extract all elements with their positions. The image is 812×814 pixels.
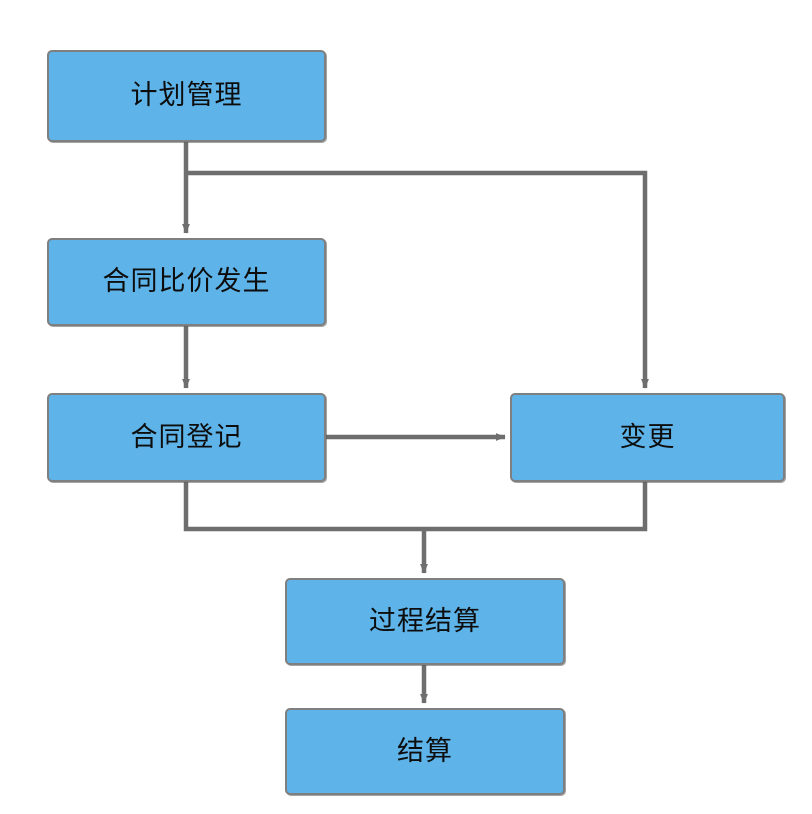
node-label: 结算 [397, 735, 453, 767]
node-contract-bid-comparison[interactable]: 合同比价发生 [47, 238, 326, 326]
node-change[interactable]: 变更 [510, 393, 785, 482]
edge-change-to-progress-settle [424, 482, 648, 532]
node-label: 计划管理 [130, 80, 243, 112]
node-progress-settlement[interactable]: 过程结算 [285, 578, 565, 665]
node-plan-management[interactable]: 计划管理 [47, 50, 326, 142]
node-label: 合同登记 [130, 421, 243, 453]
node-label: 合同比价发生 [102, 266, 271, 298]
node-contract-registration[interactable]: 合同登记 [47, 393, 326, 482]
edge-contract-reg-to-progress-settle [183, 482, 424, 532]
node-settlement[interactable]: 结算 [285, 708, 565, 795]
node-label: 变更 [619, 421, 676, 453]
node-label: 过程结算 [369, 605, 481, 637]
